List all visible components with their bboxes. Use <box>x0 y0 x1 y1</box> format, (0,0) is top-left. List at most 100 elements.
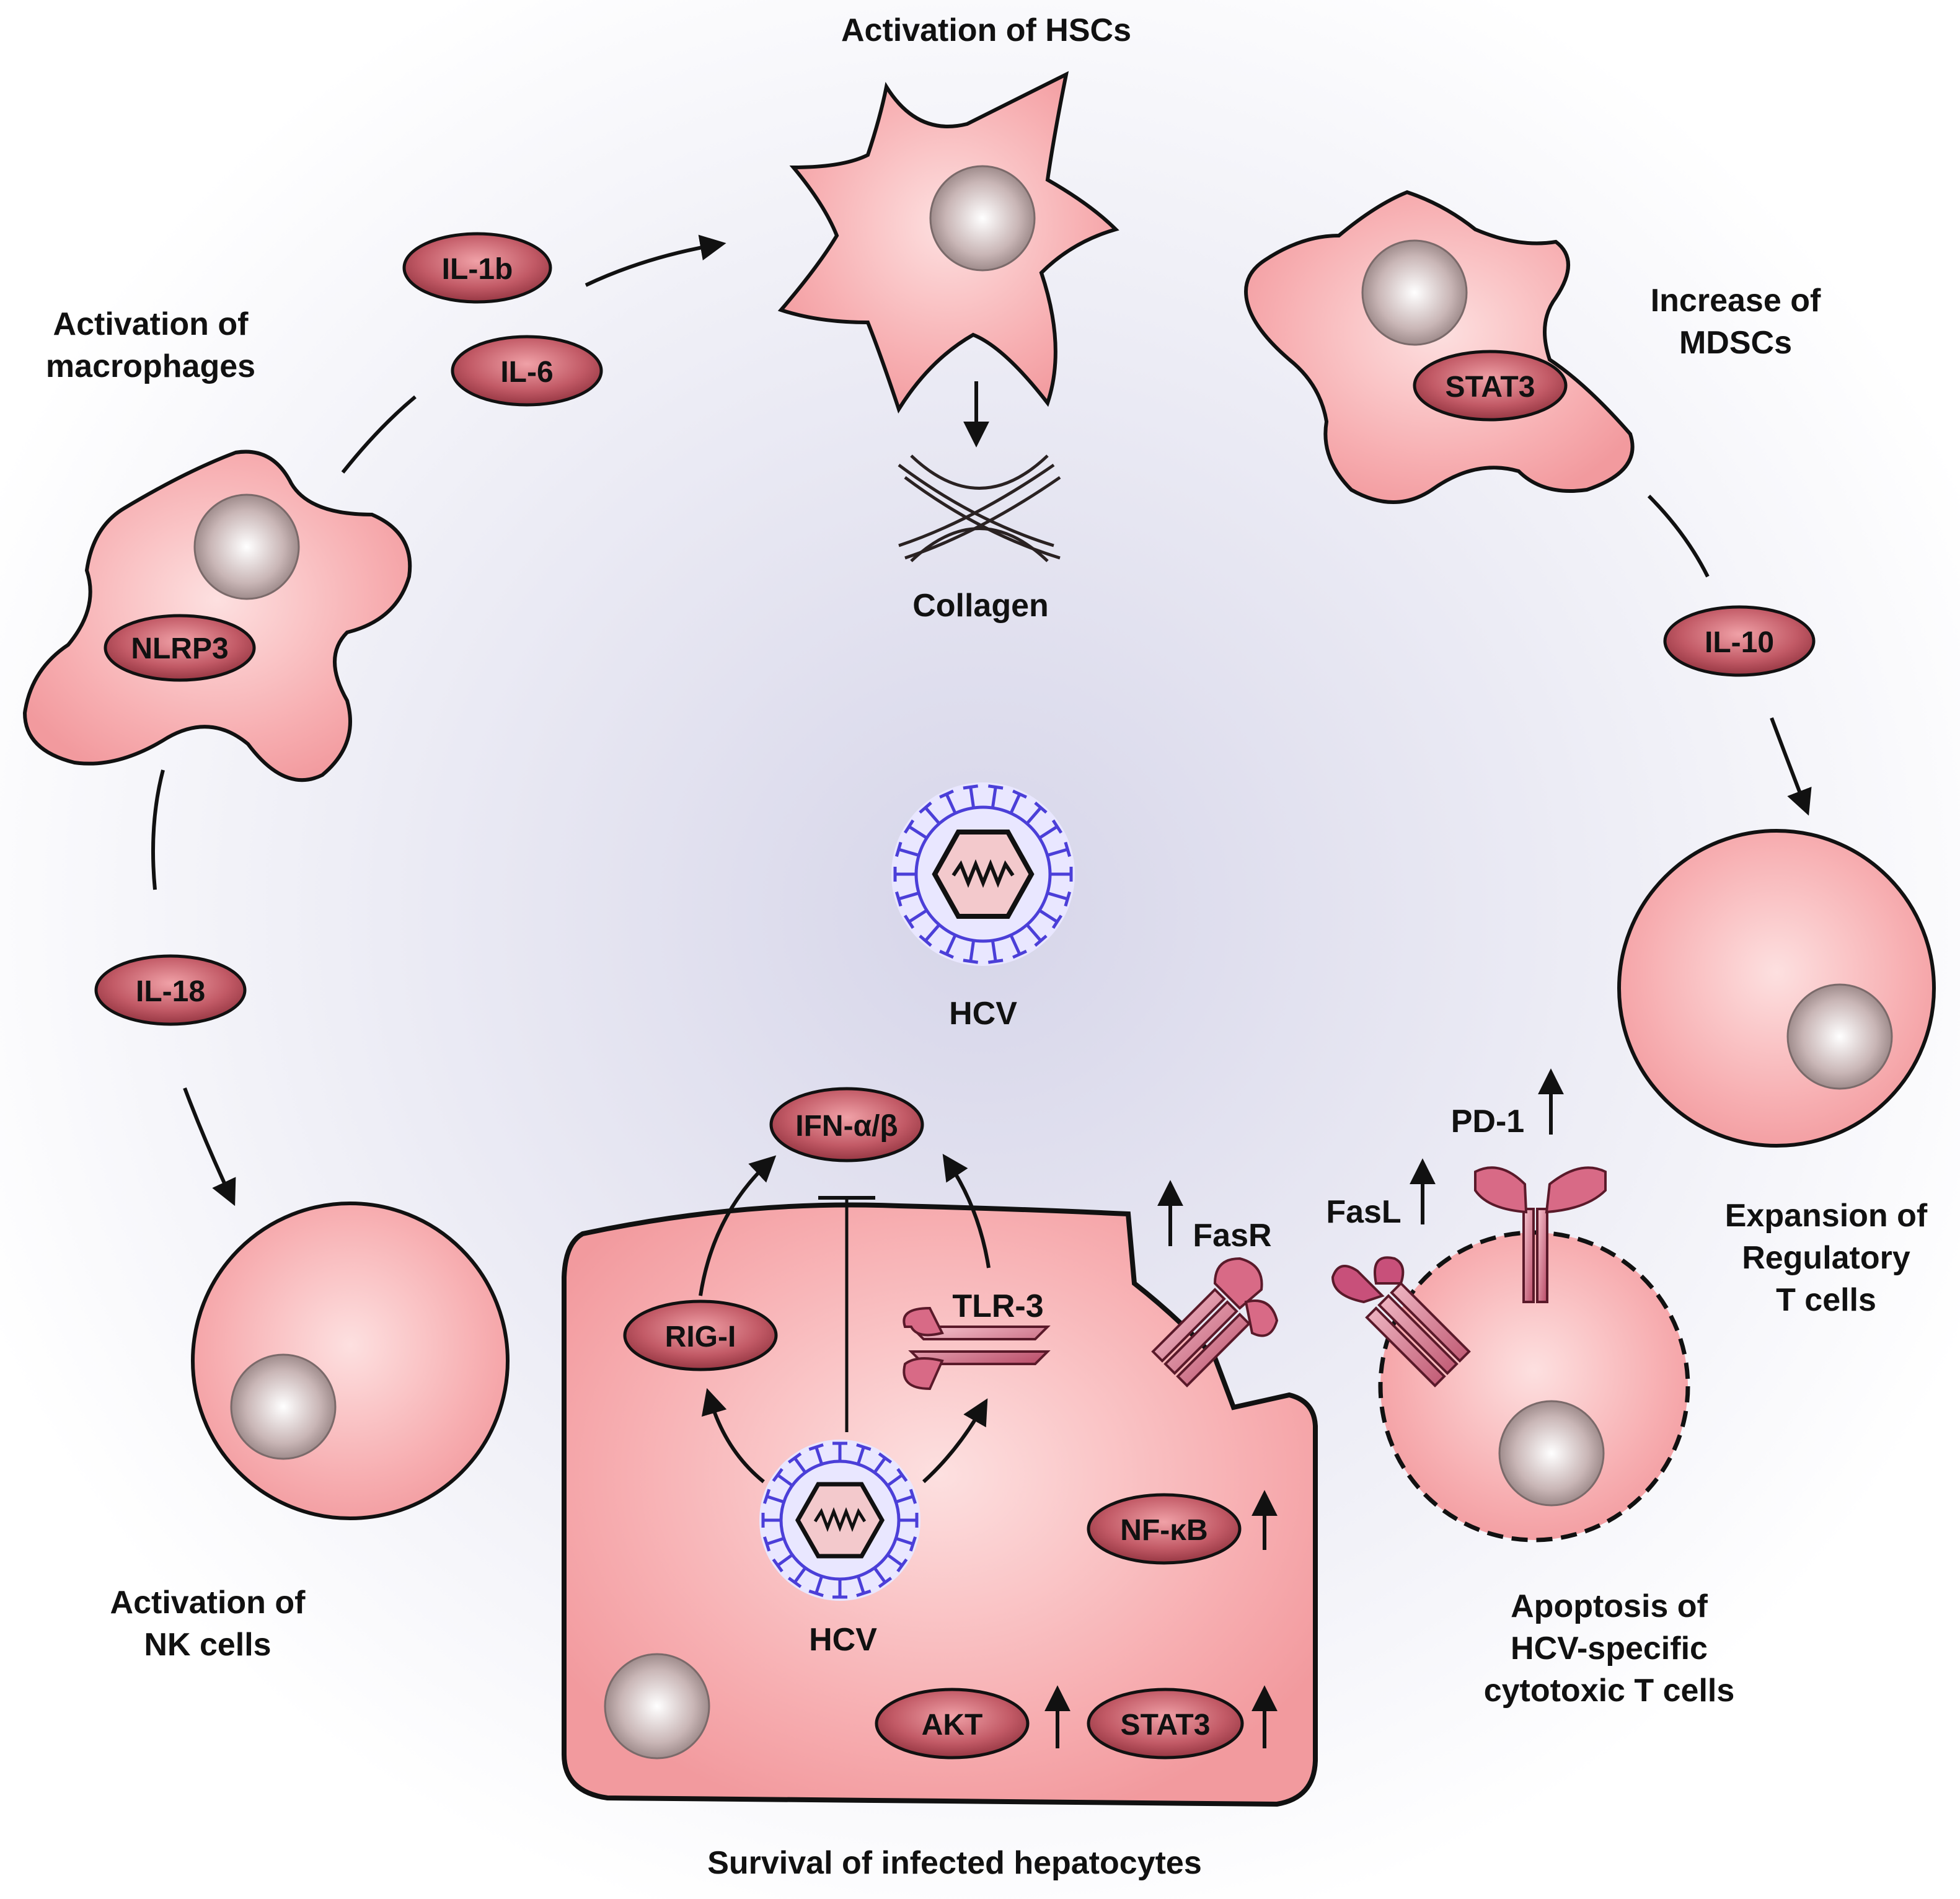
treg-cell <box>1617 829 1936 1148</box>
apoptosis-title-line2: HCV-specific <box>1511 1631 1708 1667</box>
rigi-label: RIG-I <box>665 1321 736 1353</box>
stat3-hep-label: STAT3 <box>1121 1709 1211 1742</box>
fasr-label: FasR <box>1193 1218 1271 1254</box>
collagen-label: Collagen <box>912 588 1049 624</box>
virus-spike <box>894 841 920 857</box>
virus-spike <box>808 1443 824 1465</box>
nlrp3-oval <box>104 614 256 682</box>
virus-spike <box>939 934 957 959</box>
collagen-fibers <box>898 454 1061 562</box>
virus-spike <box>919 923 941 947</box>
virus-spike <box>893 867 916 882</box>
virus-spike <box>772 1467 793 1487</box>
virus-spike <box>1038 909 1063 929</box>
virus-spike <box>787 1452 807 1474</box>
mdscs-title-line1: Increase of <box>1651 283 1821 319</box>
virus-spike <box>1050 867 1073 882</box>
treg-nucleus <box>1786 983 1893 1090</box>
virus-spike <box>761 1513 781 1528</box>
virus-spike <box>963 784 979 808</box>
hsc-cell <box>777 71 1119 414</box>
nk-title-line1: Activation of <box>110 1585 306 1621</box>
virus-spike <box>963 940 979 964</box>
mdscs-title-line2: MDSCs <box>1679 325 1792 361</box>
il18-oval <box>94 954 247 1026</box>
hepatocyte-nucleus <box>604 1653 710 1760</box>
hcv-to-rigi-arrow <box>701 1388 765 1484</box>
nfkb-oval <box>1087 1493 1242 1565</box>
rigi-oval <box>623 1299 778 1371</box>
il1b-oval <box>402 232 552 304</box>
apoptosis-title-line3: cytotoxic T cells <box>1484 1673 1735 1709</box>
nk-title-line2: NK cells <box>144 1627 271 1663</box>
macrophage-cell: NLRP3 <box>22 449 412 782</box>
virus-spike <box>1025 923 1048 947</box>
virus-spike <box>894 891 920 907</box>
macrophage-to-il-connector <box>341 395 417 474</box>
il10-to-treg-arrow <box>1770 717 1812 816</box>
hcv-to-tlr3-arrow <box>922 1398 988 1484</box>
fasl-ligand <box>1331 1256 1471 1388</box>
virus-spike <box>1046 841 1072 857</box>
hepatocytes-title: Survival of infected hepatocytes <box>707 1845 1202 1881</box>
virus-spike <box>1038 819 1063 839</box>
virus-spike <box>1046 891 1072 907</box>
hcv-cell-label: HCV <box>809 1622 877 1658</box>
il10-label: IL-10 <box>1705 626 1774 659</box>
ifn-label: IFN-α/β <box>795 1110 898 1143</box>
rigi-to-ifn-arrow <box>699 1155 777 1296</box>
virus-spike <box>1025 801 1048 825</box>
mdsc-cell: STAT3 <box>1243 190 1635 504</box>
il18-label: IL-18 <box>136 975 205 1008</box>
virus-spike <box>808 1575 824 1598</box>
akt-label: AKT <box>922 1709 983 1742</box>
tregs-title-line2: Regulatory <box>1742 1240 1910 1276</box>
ifn-oval <box>769 1087 924 1162</box>
virus-spike <box>873 1567 893 1588</box>
virus-spike <box>987 784 1004 808</box>
virus-spike <box>899 1513 919 1528</box>
virus-spike <box>895 1536 917 1552</box>
macrophage-to-il18-connector <box>151 769 165 890</box>
virus-spike <box>856 1575 872 1598</box>
virus-spike <box>772 1553 793 1573</box>
akt-oval <box>875 1688 1030 1760</box>
fasl-label: FasL <box>1326 1194 1401 1230</box>
il10-oval <box>1663 605 1816 677</box>
virus-spike <box>886 1553 908 1573</box>
tlr3-receptor <box>903 1306 1051 1391</box>
tlr3-to-ifn-arrow <box>942 1154 991 1268</box>
macrophages-title-line1: Activation of <box>53 306 249 342</box>
hcv-virus-cell <box>759 1440 920 1601</box>
virus-spike <box>903 909 928 929</box>
mdsc-to-il10-connector <box>1647 494 1710 578</box>
il1b-label: IL-1b <box>442 253 513 286</box>
hcv-virus-center <box>891 782 1075 966</box>
virus-spike <box>939 789 957 814</box>
apoptosis-title-line1: Apoptosis of <box>1511 1588 1708 1624</box>
hsc-nucleus <box>929 165 1036 272</box>
virus-spike <box>787 1567 807 1588</box>
fasr-receptor <box>1151 1257 1279 1388</box>
il-to-hsc-arrow <box>585 234 726 287</box>
virus-spike <box>832 1579 847 1599</box>
virus-spike <box>903 819 928 839</box>
stat3-mdsc-label: STAT3 <box>1446 371 1535 404</box>
macrophages-title-line2: macrophages <box>46 348 255 384</box>
hcv-center-label: HCV <box>949 996 1017 1032</box>
pd1-receptor <box>1474 1166 1607 1303</box>
cytotoxic-nucleus <box>1498 1400 1605 1507</box>
mdsc-nucleus <box>1361 239 1468 346</box>
nk-nucleus <box>230 1353 337 1460</box>
hscs-title: Activation of HSCs <box>841 12 1131 48</box>
il6-label: IL-6 <box>500 356 553 389</box>
virus-spike <box>919 801 941 825</box>
virus-spike <box>1009 789 1027 814</box>
stat3-hep-oval <box>1087 1688 1244 1760</box>
virus-spike <box>987 940 1004 964</box>
nlrp3-label: NLRP3 <box>131 632 228 665</box>
tregs-title-line3: T cells <box>1776 1282 1876 1318</box>
macrophage-nucleus <box>193 494 300 600</box>
tlr3-label: TLR-3 <box>952 1288 1043 1324</box>
